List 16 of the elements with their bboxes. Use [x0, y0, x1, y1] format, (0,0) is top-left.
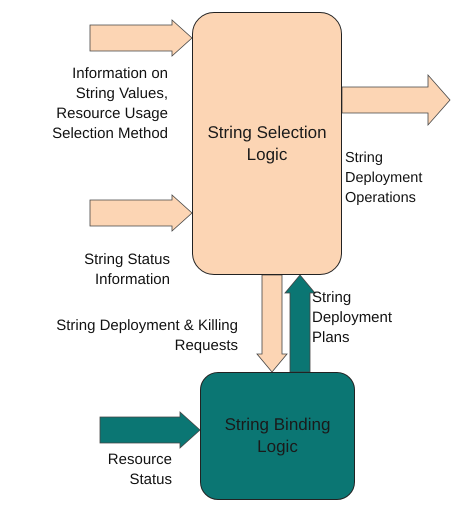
edge-label: String Deployment & Killing Requests [55, 316, 238, 356]
block-arrow [342, 74, 451, 126]
process-box [192, 12, 342, 275]
box-label: String Selection Logic [206, 122, 328, 166]
block-arrow [90, 194, 193, 232]
process-box [200, 372, 355, 500]
block-arrow [256, 274, 288, 373]
edge-label: String Deployment Operations [345, 149, 424, 208]
edge-label: String Status Information [83, 250, 170, 290]
edge-label: String Deployment Plans [312, 288, 394, 348]
block-arrow [284, 274, 316, 372]
edge-label: Information on String Values, Resource Usage Selection Method [51, 64, 168, 144]
block-arrow [100, 411, 201, 449]
block-arrow [90, 19, 193, 57]
edge-label: Resource Status [106, 450, 172, 490]
box-label: String Binding Logic [224, 414, 332, 458]
